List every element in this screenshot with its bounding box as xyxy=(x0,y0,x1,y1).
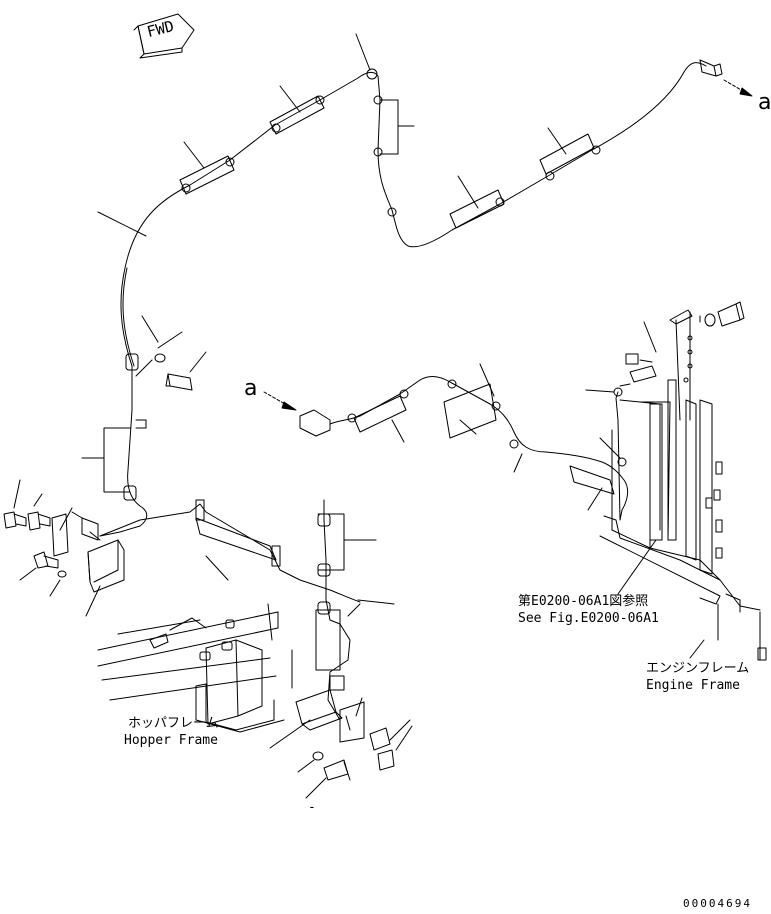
bolt-icon-4 xyxy=(33,551,59,569)
see-fig-jp: 第E0200-06A1図参照 xyxy=(518,594,649,609)
see-fig-en: See Fig.E0200-06A1 xyxy=(518,611,659,626)
engine-frame-en: Engine Frame xyxy=(646,678,740,693)
bolt-icon-5 xyxy=(369,719,411,751)
dash-mark: - xyxy=(308,800,316,815)
lower-harness xyxy=(329,375,629,521)
bolt-icon-6 xyxy=(377,749,395,771)
reference-a-left: a xyxy=(244,376,258,401)
upper-harness xyxy=(120,62,707,367)
hopper-frame-jp: ホッパフレーム xyxy=(128,716,219,731)
bolt-icon-3 xyxy=(27,511,51,531)
reference-a-top: a xyxy=(758,90,771,115)
bolt-icon-8 xyxy=(704,301,745,327)
arrow-to-a-icon xyxy=(723,79,753,97)
bolt-icon-7 xyxy=(323,759,351,781)
arrow-from-a-icon xyxy=(263,391,297,411)
fwd-arrow-icon xyxy=(133,13,195,59)
bolt-icon-2 xyxy=(3,511,27,529)
hopper-frame-en: Hopper Frame xyxy=(124,733,218,748)
document-number: 00004694 xyxy=(683,897,752,910)
upper-connector xyxy=(699,59,723,77)
hopper-frame xyxy=(97,603,293,733)
engine-frame-jp: エンジンフレーム xyxy=(646,661,750,676)
bolt-icon xyxy=(165,351,207,391)
